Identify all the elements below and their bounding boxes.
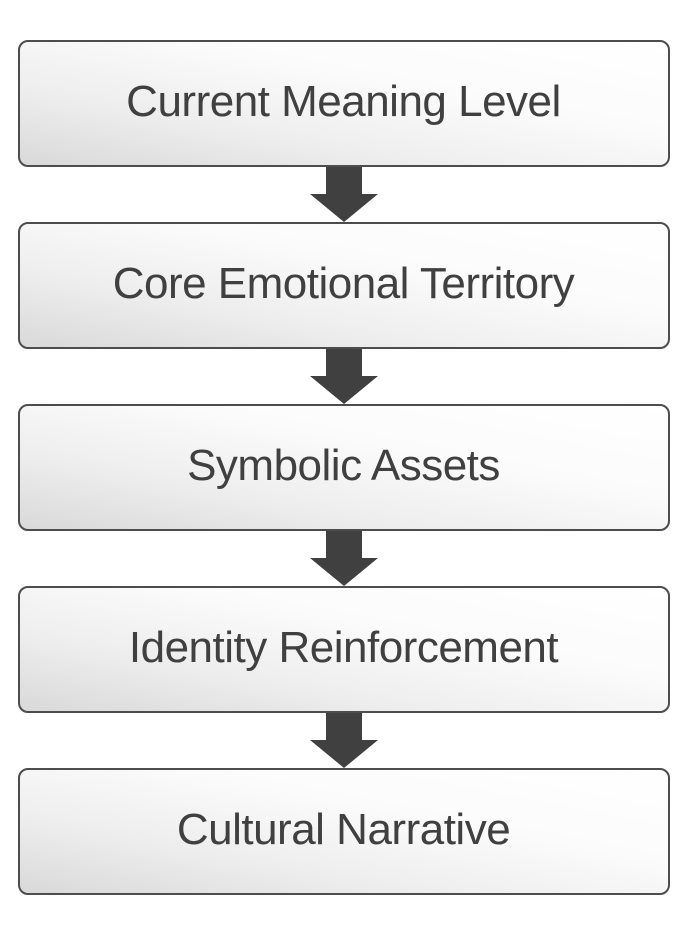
flow-step-label: Current Meaning Level: [126, 76, 561, 126]
flow-step-core-emotional-territory: Core Emotional Territory: [17, 222, 670, 349]
down-arrow-icon: [309, 167, 378, 222]
flow-step-current-meaning-level: Current Meaning Level: [17, 40, 670, 167]
flow-step-symbolic-assets: Symbolic Assets: [17, 404, 670, 531]
down-arrow-icon: [309, 531, 378, 586]
down-arrow-icon: [309, 349, 378, 404]
flow-step-identity-reinforcement: Identity Reinforcement: [17, 586, 670, 713]
flow-step-label: Cultural Narrative: [176, 804, 511, 854]
flow-step-label: Symbolic Assets: [187, 440, 500, 490]
down-arrow-icon: [309, 713, 378, 768]
flow-step-label: Core Emotional Territory: [112, 258, 575, 308]
flow-step-cultural-narrative: Cultural Narrative: [17, 768, 670, 895]
flow-step-label: Identity Reinforcement: [128, 622, 559, 672]
